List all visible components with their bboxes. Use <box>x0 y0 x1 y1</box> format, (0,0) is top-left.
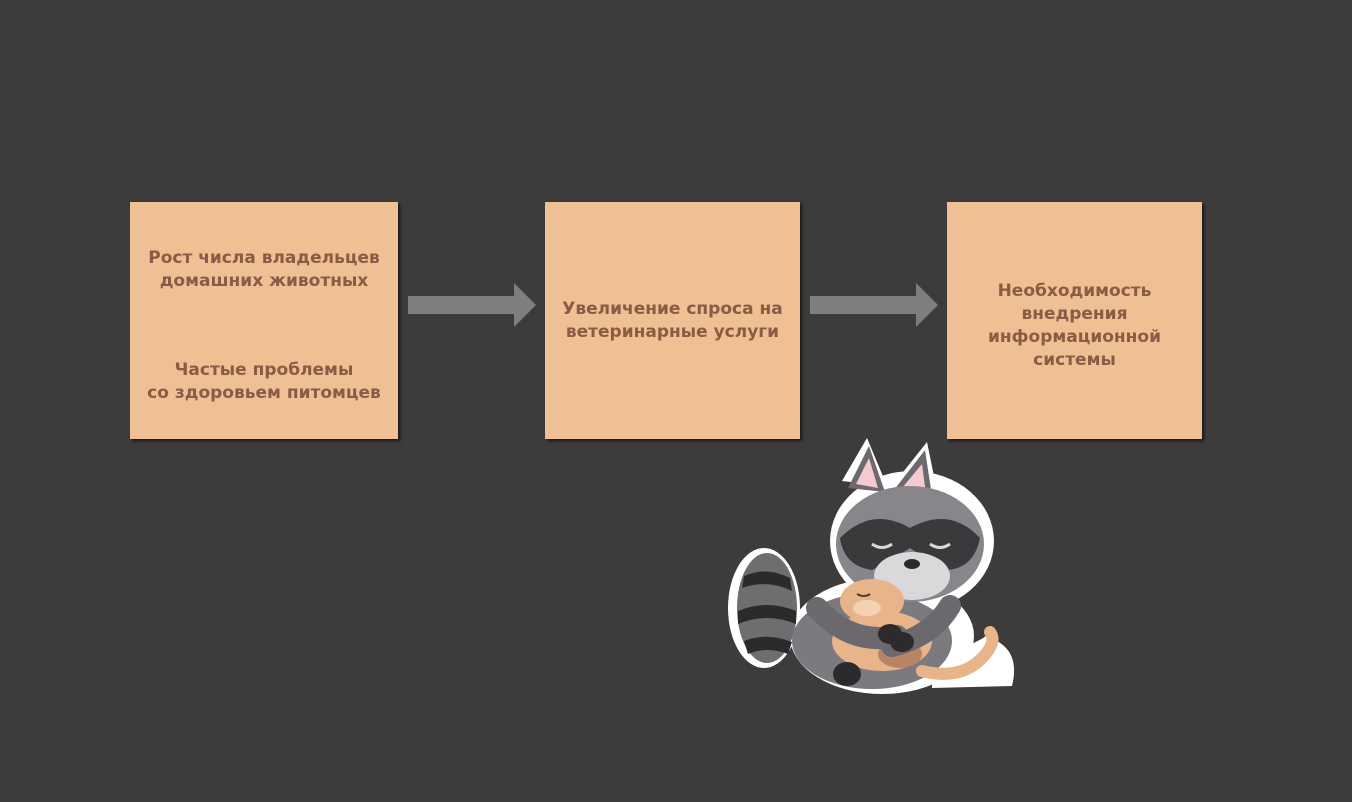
cause-text-owners: Рост числа владельцев домашних животных <box>148 248 380 291</box>
need-text: Необходимость внедрения информационной с… <box>987 281 1161 370</box>
demand-box: Увеличение спроса на ветеринарные услуги <box>545 202 800 439</box>
need-box: Необходимость внедрения информационной с… <box>947 202 1202 439</box>
arrow-right-icon <box>408 283 536 327</box>
arrow-right-icon <box>810 283 938 327</box>
cause-box: Рост числа владельцев домашних животных … <box>130 202 398 439</box>
demand-text: Увеличение спроса на ветеринарные услуги <box>562 299 783 342</box>
cause-text-health: Частые проблемы со здоровьем питомцев <box>147 360 381 403</box>
raccoon-hugging-ferret-icon <box>728 438 1015 694</box>
